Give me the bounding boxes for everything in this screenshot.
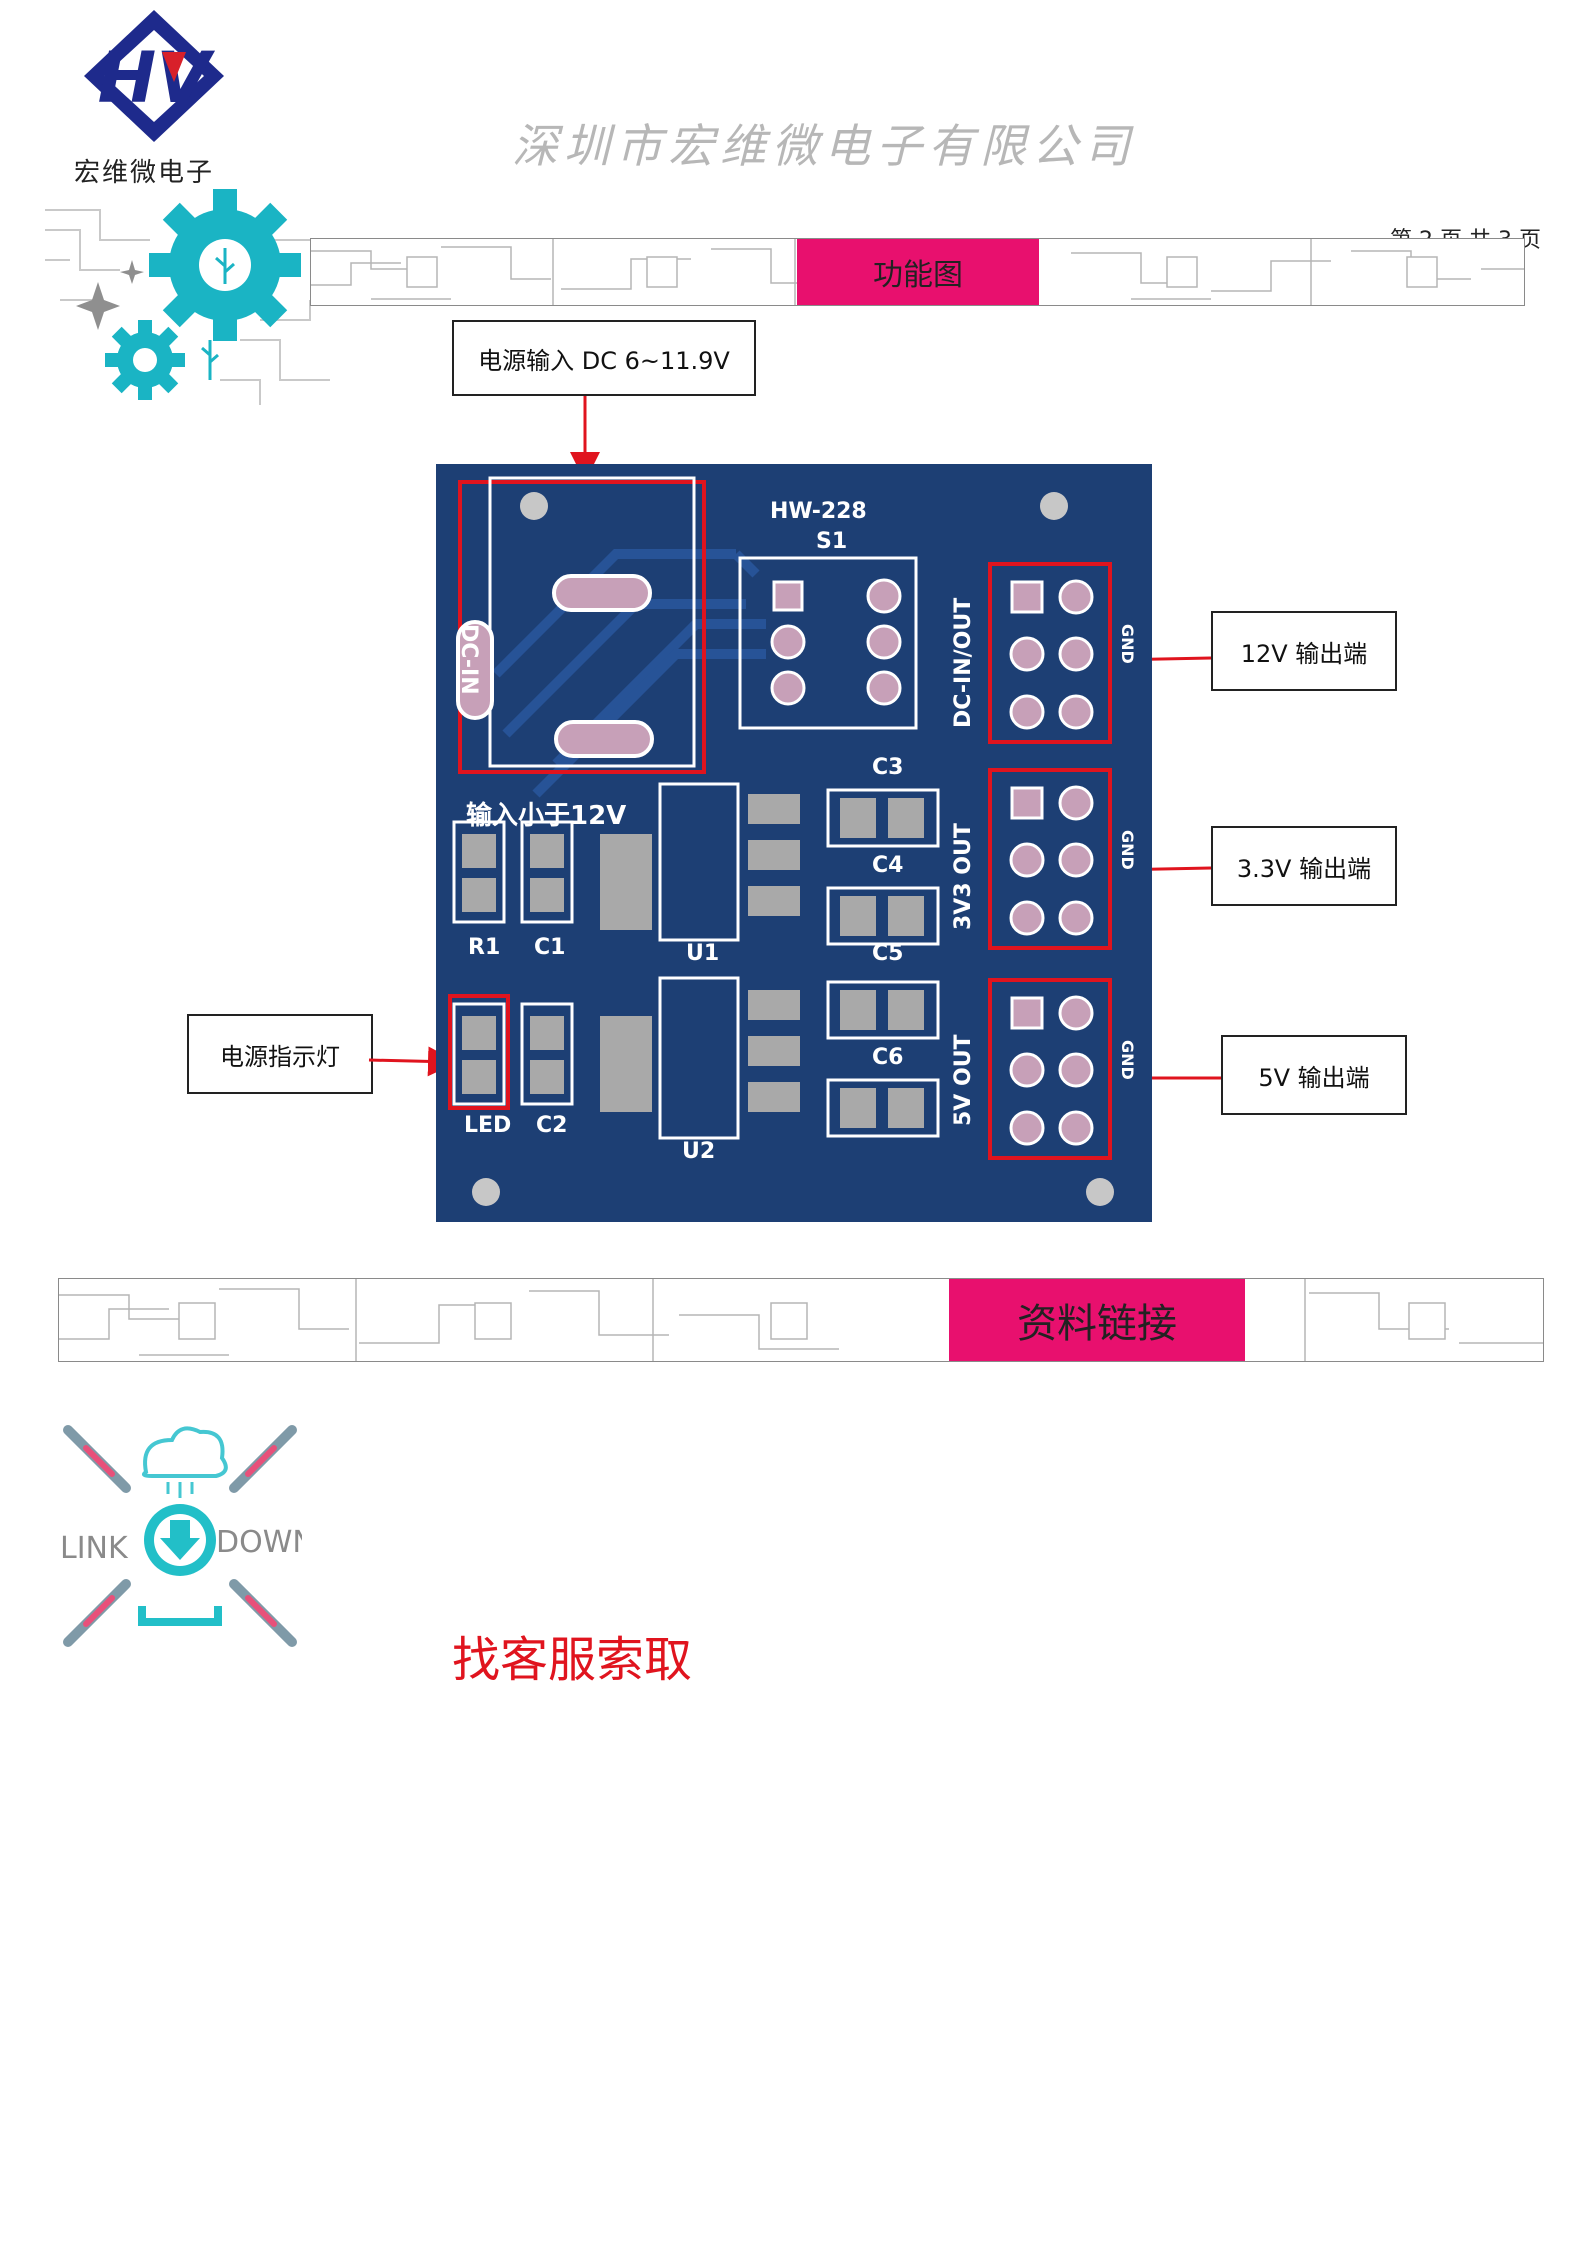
board-model-label: HW-228 xyxy=(770,499,867,524)
r1-label: R1 xyxy=(468,935,500,960)
u1-label: U1 xyxy=(686,941,719,966)
c6-label: C6 xyxy=(872,1045,903,1070)
gnd-label-3: GND xyxy=(1118,1040,1137,1080)
out-3v3-label: 3V3 OUT xyxy=(951,823,976,930)
link-text: LINK xyxy=(60,1531,129,1566)
callout-power-input: 电源输入 DC 6~11.9V xyxy=(452,320,756,396)
pcb-board-image: HW-228 S1 输入小于12V R1 C1 LED C2 U1 U2 C3 … xyxy=(436,464,1152,1222)
led-label: LED xyxy=(464,1113,511,1138)
gear-decoration-icon xyxy=(40,180,340,410)
company-logo: HV xyxy=(74,6,234,156)
company-name: 深圳市宏维微电子有限公司 xyxy=(512,119,1136,173)
input-voltage-label: 输入小于12V xyxy=(466,800,626,831)
svg-text:HV: HV xyxy=(98,37,216,119)
header-label: DC-IN/OUT xyxy=(951,598,976,728)
c1-label: C1 xyxy=(534,935,565,960)
down-text: DOWN xyxy=(216,1525,302,1560)
section-banner-function-diagram: 功能图 xyxy=(310,238,1525,306)
out-5v-label: 5V OUT xyxy=(951,1034,976,1126)
logo-caption: 宏维微电子 xyxy=(74,158,215,188)
callout-3v3-output: 3.3V 输出端 xyxy=(1211,826,1397,906)
section-title: 功能图 xyxy=(797,239,1039,305)
c3-label: C3 xyxy=(872,755,903,780)
section-title: 资料链接 xyxy=(949,1279,1245,1361)
callout-5v-output: 5V 输出端 xyxy=(1221,1035,1407,1115)
dc-in-label: DC-IN xyxy=(456,624,481,695)
callout-power-led: 电源指示灯 xyxy=(187,1014,373,1094)
switch-label: S1 xyxy=(816,529,847,554)
section-banner-resource-link: 资料链接 xyxy=(58,1278,1544,1362)
c2-label: C2 xyxy=(536,1113,567,1138)
gnd-label-2: GND xyxy=(1118,830,1137,870)
u2-label: U2 xyxy=(682,1139,715,1164)
gnd-label-1: GND xyxy=(1118,624,1137,664)
callout-12v-output: 12V 输出端 xyxy=(1211,611,1397,691)
contact-service-text: 找客服索取 xyxy=(452,1632,693,1688)
download-link-icon: LINK DOWN xyxy=(56,1410,315,1660)
c4-label: C4 xyxy=(872,853,903,878)
